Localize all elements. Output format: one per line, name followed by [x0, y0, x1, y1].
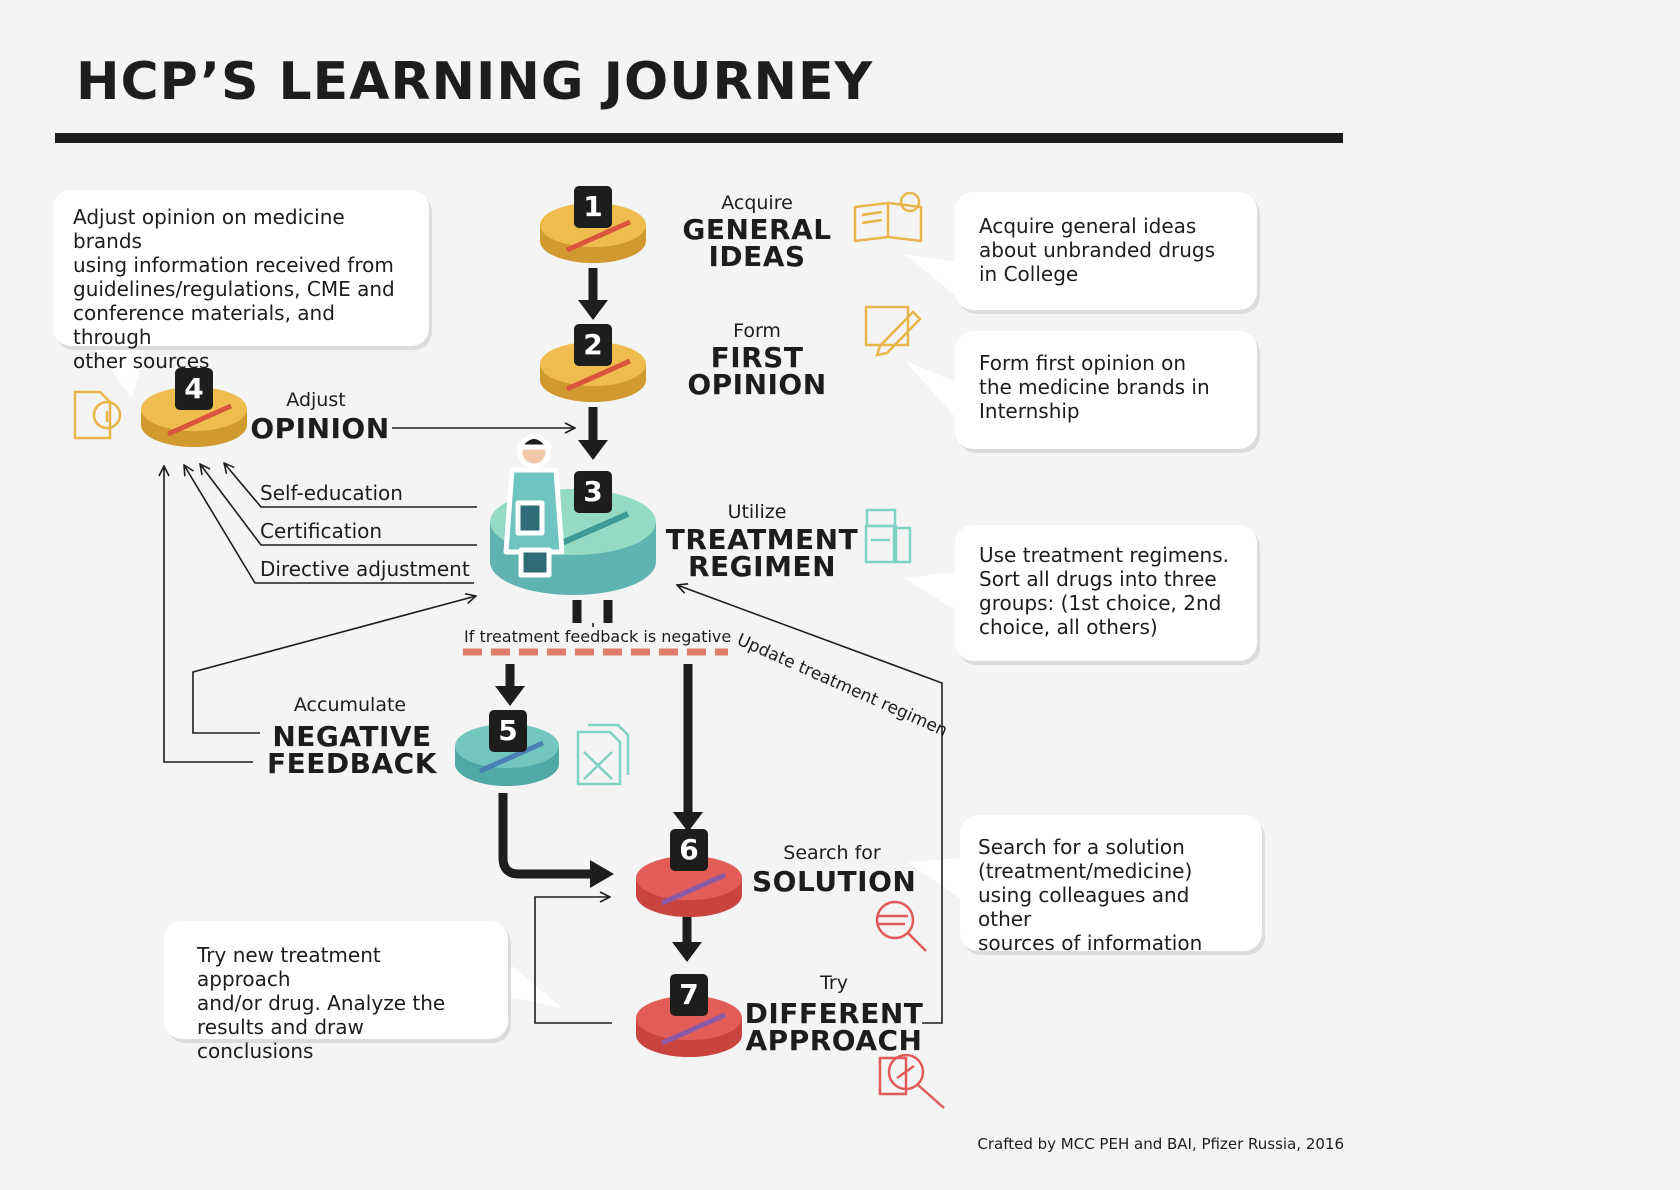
step-3-big-label: TREATMENT REGIMEN	[664, 526, 860, 580]
arrowhead-2-3	[578, 440, 608, 460]
step-7-badge: 7	[670, 974, 708, 1016]
step-3-badge: 3	[574, 471, 612, 513]
step-6-badge: 6	[670, 829, 708, 871]
title-rule	[55, 133, 1343, 143]
note-step-6: Search for a solution (treatment/medicin…	[960, 815, 1262, 951]
line-feedback-to-4	[164, 466, 253, 762]
step-5-big-label: NEGATIVE FEEDBACK	[266, 723, 438, 777]
step-1-small-label: Acquire	[688, 192, 826, 214]
bubble-tail-7	[505, 960, 562, 1008]
bubble-tail-3	[903, 572, 956, 610]
page-title: HCP’S LEARNING JOURNEY	[76, 52, 873, 112]
note-step-7: Try new treatment approach and/or drug. …	[164, 921, 508, 1039]
self-education-label: Self-education	[260, 481, 403, 505]
step-7-small-label: Try	[784, 972, 884, 994]
step-6-big-label: SOLUTION	[752, 868, 912, 895]
rejected-document-icon	[578, 725, 628, 784]
credit-line: Crafted by MCC PEH and BAI, Pfizer Russi…	[977, 1135, 1344, 1153]
step-5-badge: 5	[489, 710, 527, 752]
doctor-figure	[506, 437, 562, 576]
arrow-5-6	[503, 793, 592, 874]
step-2-badge: 2	[574, 324, 612, 366]
arrowhead-dash-5	[495, 686, 525, 706]
certification-label: Certification	[260, 519, 382, 543]
bubble-tail-2	[905, 361, 956, 418]
condition-label: If treatment feedback is negative	[462, 627, 733, 646]
document-info-icon	[75, 392, 120, 438]
step-5-small-label: Accumulate	[280, 694, 420, 716]
arrowhead-1-2	[578, 300, 608, 320]
step-2-big-label: FIRST OPINION	[670, 344, 844, 398]
step-3-small-label: Utilize	[688, 501, 826, 523]
directive-adjustment-label: Directive adjustment	[260, 557, 470, 581]
bubble-tail-1	[905, 254, 956, 296]
step-1-badge: 1	[574, 186, 612, 228]
arrowhead-6-7	[672, 942, 702, 962]
search-pill-icon	[880, 1055, 944, 1108]
step-4-big-label: OPINION	[250, 415, 390, 442]
arrowhead-5-6	[590, 860, 614, 888]
step-7-big-label: DIFFERENT APPROACH	[744, 1000, 924, 1054]
step-6-small-label: Search for	[762, 842, 902, 864]
pencil-note-icon	[866, 307, 920, 355]
step-2-small-label: Form	[688, 320, 826, 342]
note-step-1: Acquire general ideas about unbranded dr…	[955, 192, 1257, 310]
medicine-bottle-icon	[866, 510, 910, 562]
note-step-3: Use treatment regimens. Sort all drugs i…	[955, 525, 1257, 661]
book-icon	[855, 193, 921, 241]
step-4-badge: 4	[175, 368, 213, 410]
note-step-4: Adjust opinion on medicine brands using …	[53, 190, 429, 346]
note-step-2: Form first opinion on the medicine brand…	[955, 331, 1257, 449]
step-1-big-label: GENERAL IDEAS	[670, 216, 844, 270]
bubble-tail-6	[908, 858, 962, 900]
search-list-icon	[877, 902, 926, 951]
step-4-small-label: Adjust	[254, 389, 378, 411]
